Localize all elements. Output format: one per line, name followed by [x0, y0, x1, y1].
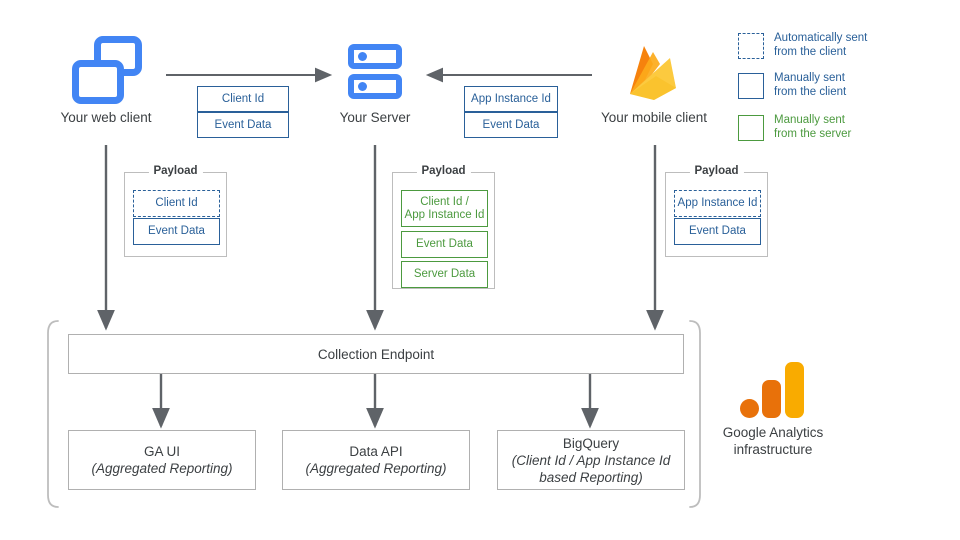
transfer-tag-event-data: Event Data — [197, 112, 289, 138]
transfer-tag-app-instance-id: App Instance Id — [464, 86, 558, 112]
data-api-box: Data API (Aggregated Reporting) — [282, 430, 470, 490]
legend-text-manual-server: Manually sent from the server — [774, 113, 851, 141]
mobile-client-payload: Payload App Instance Id Event Data — [665, 165, 768, 257]
mobile-client-label: Your mobile client — [600, 110, 708, 125]
payload-item-event-data-mobile: Event Data — [674, 218, 761, 245]
collection-endpoint-label: Collection Endpoint — [317, 346, 435, 362]
payload-item-event-data: Event Data — [133, 218, 220, 245]
data-api-subtitle: (Aggregated Reporting) — [305, 461, 447, 476]
legend-text-manual-client: Manually sent from the client — [774, 71, 846, 99]
ga-brand-line-1: Google Analytics — [722, 425, 824, 440]
transfer-tag-event-data-mobile: Event Data — [464, 112, 558, 138]
legend-line-1: Manually sent — [774, 114, 845, 126]
legend-swatch-solid-green — [738, 115, 764, 141]
bigquery-title: BigQuery — [562, 435, 620, 451]
infrastructure-bracket-right — [689, 320, 701, 508]
legend-swatch-dashed-blue — [738, 33, 764, 59]
payload-item-app-instance-id: App Instance Id — [674, 190, 761, 217]
server-payload-title: Payload — [416, 165, 471, 177]
legend-text-auto-client: Automatically sent from the client — [774, 31, 867, 59]
google-analytics-label: Google Analytics infrastructure — [690, 424, 856, 458]
ga-ui-title: GA UI — [143, 444, 180, 459]
payload-item-server-data: Server Data — [401, 261, 488, 288]
transfer-tag-client-id: Client Id — [197, 86, 289, 112]
legend-line-2: from the server — [774, 128, 852, 140]
server-payload: Payload Client Id / App Instance Id Even… — [392, 165, 495, 289]
collection-endpoint-box: Collection Endpoint — [68, 334, 684, 374]
web-client-payload-title: Payload — [148, 165, 203, 177]
infrastructure-bracket-left — [47, 320, 59, 508]
legend-line-2: from the client — [774, 86, 847, 98]
bigquery-box: BigQuery (Client Id / App Instance Id ba… — [497, 430, 685, 490]
google-analytics-icon — [740, 362, 804, 418]
server-icon — [348, 44, 404, 102]
web-client-icon — [72, 36, 142, 106]
ga-brand-line-2: infrastructure — [733, 442, 813, 457]
legend-line-1: Automatically sent — [774, 32, 868, 44]
legend-item-auto-client: Automatically sent from the client — [738, 31, 938, 63]
firebase-icon — [618, 36, 690, 108]
server-label: Your Server — [339, 110, 411, 125]
legend-item-manual-client: Manually sent from the client — [738, 71, 938, 103]
ga-ui-subtitle: (Aggregated Reporting) — [91, 461, 233, 476]
web-client-payload: Payload Client Id Event Data — [124, 165, 227, 257]
web-client-label: Your web client — [60, 110, 152, 125]
payload-item-client-id: Client Id — [133, 190, 220, 217]
bigquery-subtitle: (Client Id / App Instance Id based Repor… — [511, 452, 671, 485]
payload-item-event-data-server: Event Data — [401, 231, 488, 258]
legend-item-manual-server: Manually sent from the server — [738, 113, 938, 145]
payload-item-client-or-app-instance-id: Client Id / App Instance Id — [401, 190, 488, 227]
legend-swatch-solid-blue — [738, 73, 764, 99]
legend-line-2: from the client — [774, 46, 847, 58]
ga-ui-box: GA UI (Aggregated Reporting) — [68, 430, 256, 490]
mobile-client-payload-title: Payload — [689, 165, 744, 177]
data-api-title: Data API — [349, 444, 403, 459]
legend-line-1: Manually sent — [774, 72, 845, 84]
